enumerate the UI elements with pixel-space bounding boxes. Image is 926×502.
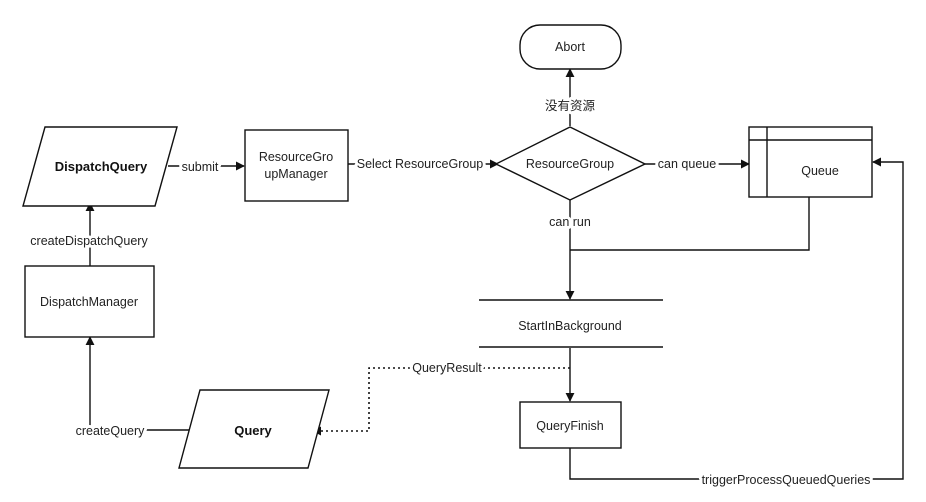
edge-label-trigger-process-queued-queries: triggerProcessQueuedQueries	[702, 473, 871, 487]
node-resource-group-manager-label-1: ResourceGro	[259, 150, 333, 164]
node-abort: Abort	[519, 24, 622, 70]
edge-label-can-queue: can queue	[658, 157, 716, 171]
node-resource-group: ResourceGroup	[494, 126, 647, 201]
node-resource-group-manager-label-2: upManager	[264, 167, 327, 181]
edge-label-query-result: QueryResult	[412, 361, 482, 375]
node-query-finish: QueryFinish	[519, 401, 622, 449]
node-query: Query	[178, 389, 330, 469]
node-resource-group-label: ResourceGroup	[526, 157, 614, 171]
node-dispatch-query: DispatchQuery	[22, 126, 178, 207]
edge-queue-to-start	[570, 197, 810, 251]
node-query-label: Query	[234, 423, 272, 438]
node-dispatch-manager: DispatchManager	[24, 265, 155, 338]
node-resource-group-manager: ResourceGro upManager	[244, 129, 349, 202]
node-query-finish-label: QueryFinish	[536, 419, 603, 433]
edge-label-can-run: can run	[549, 215, 591, 229]
edge-label-no-resources: 没有资源	[545, 98, 596, 113]
node-dispatch-manager-label: DispatchManager	[40, 295, 138, 309]
edge-create-query	[85, 336, 195, 431]
edge-label-submit: submit	[182, 160, 219, 174]
edge-trigger-process-queued	[569, 157, 904, 480]
node-abort-label: Abort	[555, 40, 585, 54]
edge-label-create-dispatch-query: createDispatchQuery	[30, 234, 148, 248]
edge-label-create-query: createQuery	[76, 424, 146, 438]
edge-label-select-resource-group: Select ResourceGroup	[357, 157, 484, 171]
node-dispatch-query-label: DispatchQuery	[55, 159, 148, 174]
node-queue: Queue	[748, 126, 873, 198]
node-queue-label: Queue	[801, 164, 839, 178]
edge-query-result	[312, 367, 570, 436]
node-start-in-background-label: StartInBackground	[518, 319, 622, 333]
node-start-in-background: StartInBackground	[479, 299, 663, 348]
